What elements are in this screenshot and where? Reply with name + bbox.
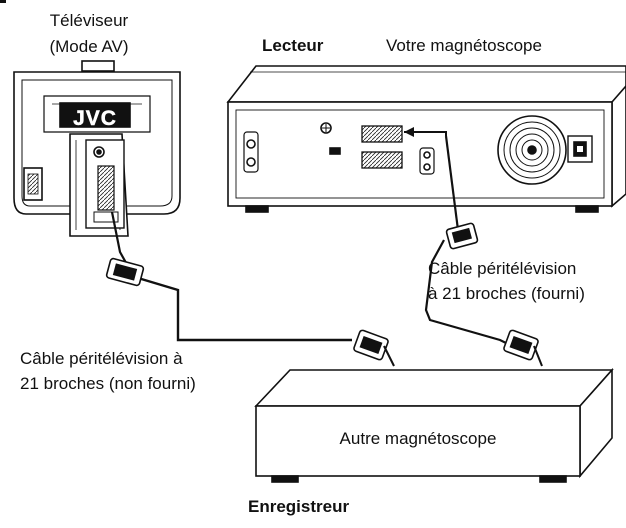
tv-label-line2: (Mode AV) [49, 37, 129, 56]
cable-not-supplied-label-line2: 21 broches (non fourni) [20, 374, 196, 393]
cable-not-supplied-label-line1: Câble péritélévision à [20, 349, 183, 368]
tv-rear-view [13, 60, 181, 237]
other-vcr-label: Autre magnétoscope [339, 429, 497, 448]
player-vcr [226, 65, 626, 213]
scart-cable-supplied [404, 127, 543, 367]
scart-cable-not-supplied [105, 211, 395, 367]
cable-supplied-label-line1: Câble péritélévision [428, 259, 577, 278]
your-vcr-label: Votre magnétoscope [386, 36, 542, 55]
tv-label-line1: Téléviseur [49, 11, 129, 30]
player-label: Lecteur [262, 36, 324, 55]
jvc-logo: JVC [73, 107, 117, 130]
corner-mark [0, 0, 6, 3]
recorder-vcr [254, 367, 614, 483]
recorder-label: Enregistreur [248, 497, 350, 516]
cable-supplied-label-line2: à 21 broches (fourni) [428, 284, 585, 303]
